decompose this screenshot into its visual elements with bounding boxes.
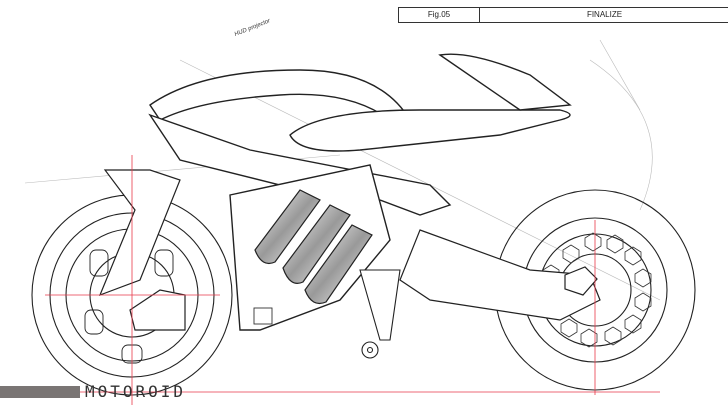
- stage-label: FINALIZE: [586, 10, 623, 19]
- figure-number: Fig.05: [399, 8, 480, 22]
- brand-bar: [0, 386, 80, 398]
- brand-logo: MOTOROID: [85, 382, 187, 401]
- figure-title-block: Fig.05 FINALIZE: [398, 7, 728, 23]
